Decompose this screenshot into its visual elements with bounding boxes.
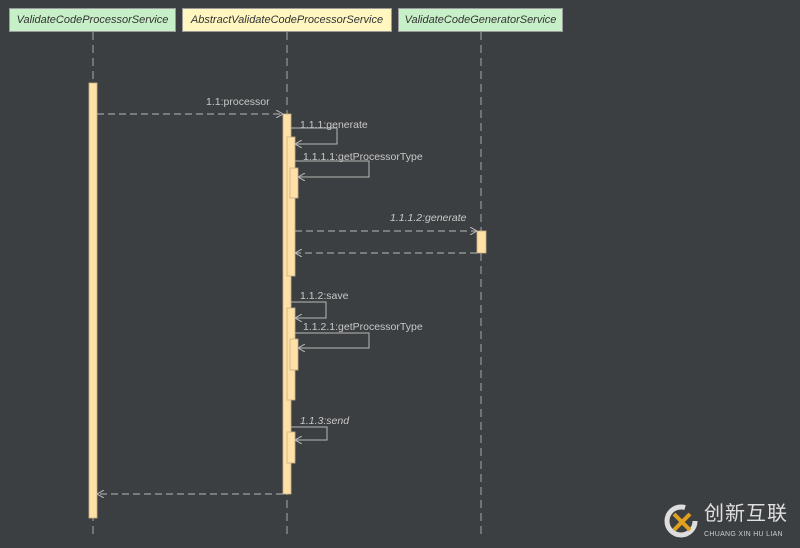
self-call-arrow [291, 127, 338, 144]
self-call-arrow [295, 160, 370, 177]
message-label: 1.1.2:save [300, 290, 349, 302]
activation-bar [286, 431, 296, 464]
message-label: 1.1.1.1:getProcessorType [303, 151, 423, 163]
self-call-arrow [291, 426, 328, 440]
message-label: 1.1:processor [206, 96, 270, 108]
logo-text-cn: 创新互联 [704, 503, 788, 525]
self-call-arrow [295, 332, 370, 348]
activation-bar [289, 167, 299, 199]
logo-icon [664, 504, 698, 538]
activation-bar [286, 136, 296, 277]
participant-box[interactable]: AbstractValidateCodeProcessorService [182, 8, 392, 32]
self-call-arrow [291, 301, 327, 318]
participant-box[interactable]: ValidateCodeProcessorService [9, 8, 176, 32]
message-label: 1.1.2.1:getProcessorType [303, 321, 423, 333]
watermark-logo: 创新互联 CHUANG XIN HU LIAN [664, 502, 798, 546]
activation-bar [476, 230, 487, 254]
logo-text-en: CHUANG XIN HU LIAN [704, 531, 783, 538]
participant-box[interactable]: ValidateCodeGeneratorService [398, 8, 563, 32]
message-label: 1.1.1:generate [300, 119, 368, 131]
message-label: 1.1.1.2:generate [390, 212, 467, 224]
activation-bar [289, 338, 299, 371]
message-label: 1.1.3:send [300, 415, 350, 427]
activation-bar [88, 82, 98, 519]
activation-bar [282, 113, 292, 495]
